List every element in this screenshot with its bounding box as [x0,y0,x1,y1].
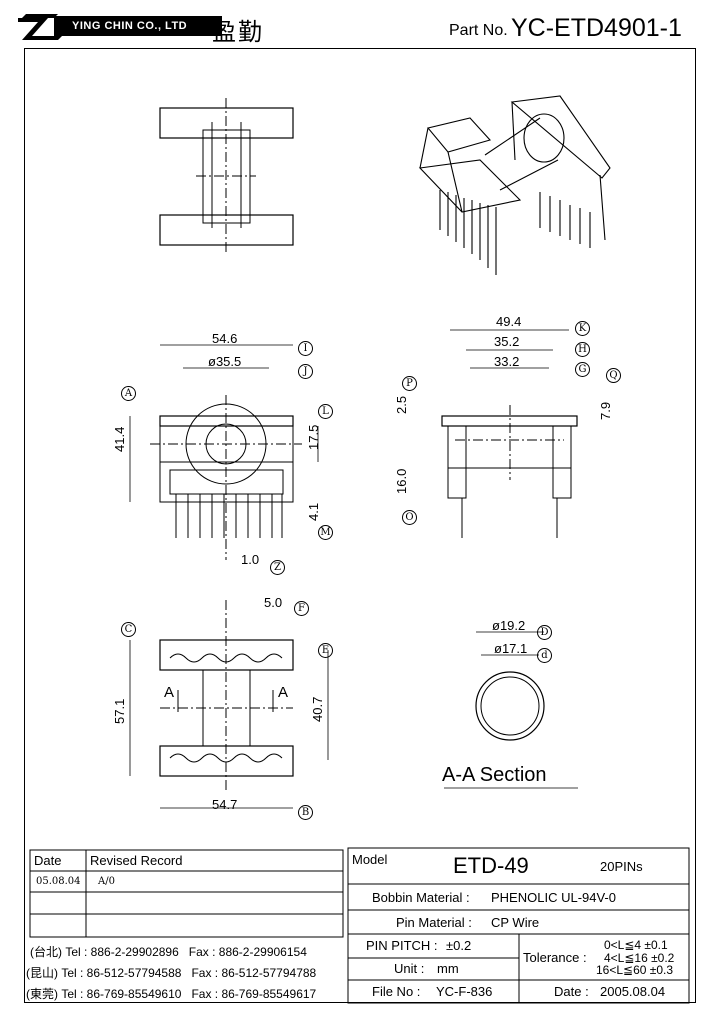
dim-section-outer: ø19.2 [492,618,526,633]
pin-pitch-label: PIN PITCH : [366,938,438,953]
company-name: YING CHIN CO., LTD [54,16,222,36]
dim-side-inner: 33.2 [494,354,520,369]
company-name-cn: 盈勤 [212,18,264,46]
model-label: Model [352,852,388,867]
dim-side-mid: 35.2 [494,334,520,349]
callout-p: P [402,376,417,391]
callout-d-upper: D [537,625,552,640]
pin-count: 20PINs [600,859,643,874]
tolerance-2: 4<L≦16 ±0.2 [604,951,675,965]
revision-row-date: 05.08.04 [36,876,81,887]
callout-b: B [298,805,313,820]
tolerance-3: 16<L≦60 ±0.3 [596,963,674,977]
callout-k: K [575,321,590,336]
contact-dongguan: (東莞) Tel : 86-769-85549610 Fax : 86-769-… [26,987,317,1001]
dim-side-right: 7.9 [598,401,613,420]
file-no-value: YC-F-836 [436,984,493,999]
date-label: Date : [554,984,589,999]
iso-pins [439,190,591,275]
callout-f: F [294,601,309,616]
pin-material-value: CP Wire [491,915,540,930]
isometric-view [418,95,611,275]
side-view [441,329,578,538]
callout-h: H [575,342,590,357]
tolerance-label: Tolerance : [523,950,587,965]
dim-top-width: 54.6 [212,331,238,346]
revision-date-header: Date [34,853,62,868]
dim-side-outer: 49.4 [496,314,522,329]
dim-side-lower: 16.0 [394,468,409,494]
dim-section-inner: ø17.1 [494,641,528,656]
company-logo: YING CHIN CO., LTD [18,14,222,40]
callout-l: L [318,404,333,419]
callout-e: E [318,643,333,658]
bobbin-label: Bobbin Material : [372,890,470,905]
tolerance-1: 0<L≦4 ±0.1 [604,938,668,952]
callout-a: A [121,386,136,401]
section-mark-right: A [278,684,289,701]
dim-bottom-pitch: 5.0 [264,595,283,610]
callout-m: M [318,525,333,540]
contact-kunshan: (昆山) Tel : 86-512-57794588 Fax : 86-512-… [26,966,317,980]
dim-pin-length: 4.1 [306,502,321,521]
bottom-view [129,600,329,809]
callout-z: Z [270,560,285,575]
top-view [159,98,294,255]
dim-bottom-depth: 57.1 [112,698,127,724]
callout-j: J [298,364,313,379]
model-value: ETD-49 [453,853,529,878]
callout-d-lower: d [537,648,552,663]
pin-pitch-value: ±0.2 [446,938,472,953]
contact-taipei: (台北) Tel : 886-2-29902896 Fax : 886-2-29… [30,945,307,959]
file-no-label: File No : [372,984,421,999]
unit-value: mm [437,961,459,976]
section-view [444,631,578,789]
dim-bore-dia: ø35.5 [208,354,242,369]
dim-height: 41.4 [112,426,127,452]
front-view [129,344,319,560]
callout-o: O [402,510,417,525]
bobbin-value: PHENOLIC UL-94V-0 [491,890,616,905]
section-title: A-A Section [442,764,547,786]
dim-side-top: 2.5 [394,395,409,414]
unit-label: Unit : [394,961,425,976]
dim-bottom-width: 54.7 [212,797,238,812]
part-no: YC-ETD4901-1 [511,14,682,42]
dim-pin-spacing: 1.0 [241,552,260,567]
company-logo-icon [18,14,62,40]
dim-flange-height: 17.5 [306,424,321,450]
title-header: YING CHIN CO., LTD 盈勤 Part No. YC-ETD490… [0,0,720,48]
callout-i: I [298,341,313,356]
front-pins [175,494,283,538]
dim-bottom-inner: 40.7 [310,696,325,722]
date-value: 2005.08.04 [600,984,666,999]
title-block [29,847,690,1004]
pin-material-label: Pin Material : [396,915,472,930]
revision-row-record: A/0 [98,876,115,887]
section-mark-left: A [164,684,175,701]
callout-c: C [121,622,136,637]
part-no-label: Part No. [449,22,508,39]
callout-g: G [575,362,590,377]
revision-record-header: Revised Record [90,853,183,868]
callout-q: Q [606,368,621,383]
